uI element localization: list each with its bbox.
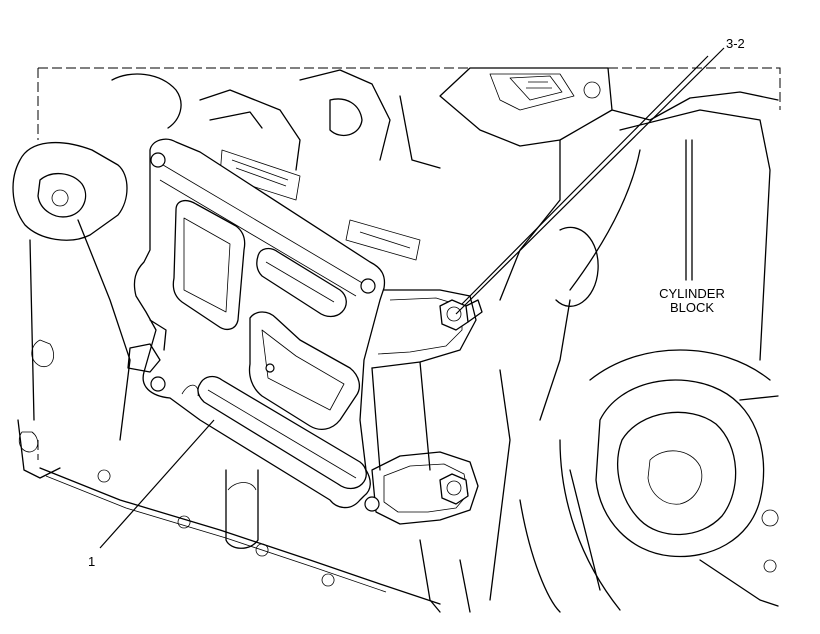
mounting-hole bbox=[265, 363, 275, 373]
leader-line-part-1 bbox=[99, 419, 215, 549]
cylinder-block-label-line2: BLOCK bbox=[670, 300, 714, 315]
ecm-bracket bbox=[127, 138, 479, 525]
mounting-hole bbox=[150, 376, 166, 392]
labels: 1 3-2 CYLINDER BLOCK bbox=[88, 36, 745, 569]
leader-lines bbox=[99, 47, 725, 549]
cylinder-block-label-line1: CYLINDER bbox=[659, 286, 725, 301]
mounting-hole bbox=[360, 278, 376, 294]
mounting-holes bbox=[150, 152, 380, 512]
bolt-3-2 bbox=[439, 299, 483, 331]
leader-line-part-3-2 bbox=[455, 47, 725, 315]
leader-line-part-3-2-second bbox=[461, 55, 709, 305]
callout-part-1: 1 bbox=[88, 554, 95, 569]
mounting-hole bbox=[150, 152, 166, 168]
callout-part-3-2: 3-2 bbox=[726, 36, 745, 51]
mounting-hole bbox=[364, 496, 380, 512]
cylinder-block-outline bbox=[12, 67, 779, 613]
bolt-lower bbox=[439, 473, 469, 505]
